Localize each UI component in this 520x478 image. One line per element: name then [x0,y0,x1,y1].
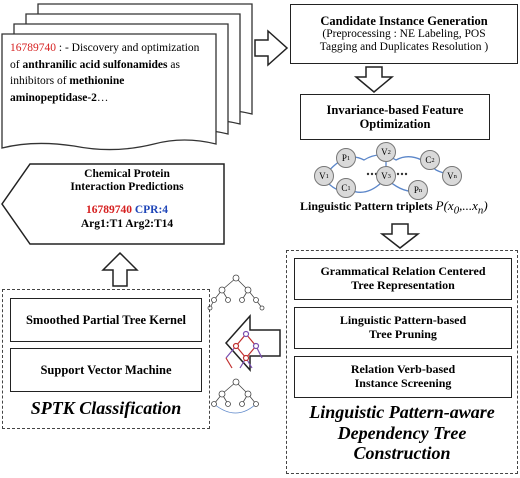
instance-screening-box: Relation Verb-based Instance Screening [294,356,512,398]
abstract-ellipsis: … [96,92,109,105]
document-stack-icon [1,3,253,151]
abstract-sep: : - Discovery and optimization [56,42,200,54]
lpdt-group [286,250,518,474]
lpdt-caption-3: Construction [353,443,451,464]
grammatical-relation-box: Grammatical Relation Centered Tree Repre… [294,258,512,300]
prediction-title-1: Chemical Protein [84,168,170,180]
prediction-cpr: CPR:4 [134,204,169,217]
arrow-down-icon [353,66,395,93]
prediction-args: Arg1:T1 Arg2:T14 [80,217,174,230]
prediction-pmid: 16789740 [85,204,132,217]
abstract-protein-1: methionine [69,75,125,88]
abstract-of: of [10,58,23,71]
lpdt-caption: Linguistic Pattern-aware Dependency Tree… [286,402,518,464]
sptk-group [2,289,210,429]
pruning-line1: Linguistic Pattern-based [339,313,467,328]
abstract-as: as [167,58,180,71]
abstract-text: 16789740 : - Discovery and optimization … [10,40,215,107]
candidate-title: Candidate Instance Generation [320,13,488,28]
lpdt-caption-2: Dependency Tree [337,422,467,443]
abstract-protein-2: aminopeptidase-2 [10,92,97,105]
tree-icon-top [207,274,265,311]
invariance-box: Invariance-based Feature Optimization [300,94,490,140]
prediction-title-2: Interaction Predictions [70,181,184,194]
invariance-line1: Invariance-based Feature [326,102,464,117]
lpdt-caption-1: Linguistic Pattern-aware [309,402,495,422]
triplets-text: Linguistic Pattern triplets [300,199,436,213]
arrow-up-icon [101,251,139,287]
grammatical-line2: Tree Representation [351,278,455,292]
abstract-chemical: anthranilic acid sulfonamides [22,58,168,71]
sptk-caption: SPTK Classification [30,398,182,418]
screening-line2: Instance Screening [354,376,452,390]
invariance-line2: Optimization [359,117,431,131]
arrow-right-icon [254,29,289,67]
triplets-formula: P(x0,...xn) [435,198,488,217]
candidate-generation-box: Candidate Instance Generation (Preproces… [290,4,518,64]
abstract-pmid: 16789740 [10,42,56,54]
arrow-down-icon-2 [379,223,421,249]
grammatical-line1: Grammatical Relation Centered [320,264,486,279]
svm-label: Support Vector Machine [40,362,172,377]
tree-icon-bottom [211,378,259,414]
screening-line1: Relation Verb-based [350,362,456,377]
candidate-line1: (Preprocessing : NE Labeling, POS [322,27,486,40]
tree-pruning-box: Linguistic Pattern-based Tree Pruning [294,307,512,349]
svm-box: Support Vector Machine [10,348,202,392]
pruning-line2: Tree Pruning [369,327,437,341]
prediction-shape [1,163,225,245]
sptk-kernel-box: Smoothed Partial Tree Kernel [10,298,202,342]
triplets-label: Linguistic Pattern triplets P(x0,...xn) [300,198,518,217]
candidate-line2: Tagging and Duplicates Resolution ) [319,41,489,54]
abstract-inhibitors: inhibitors of [10,75,70,88]
sptk-kernel-label: Smoothed Partial Tree Kernel [25,312,187,327]
tree-icon-middle [225,330,263,369]
prediction-box: Chemical Protein Interaction Predictions… [30,168,224,231]
